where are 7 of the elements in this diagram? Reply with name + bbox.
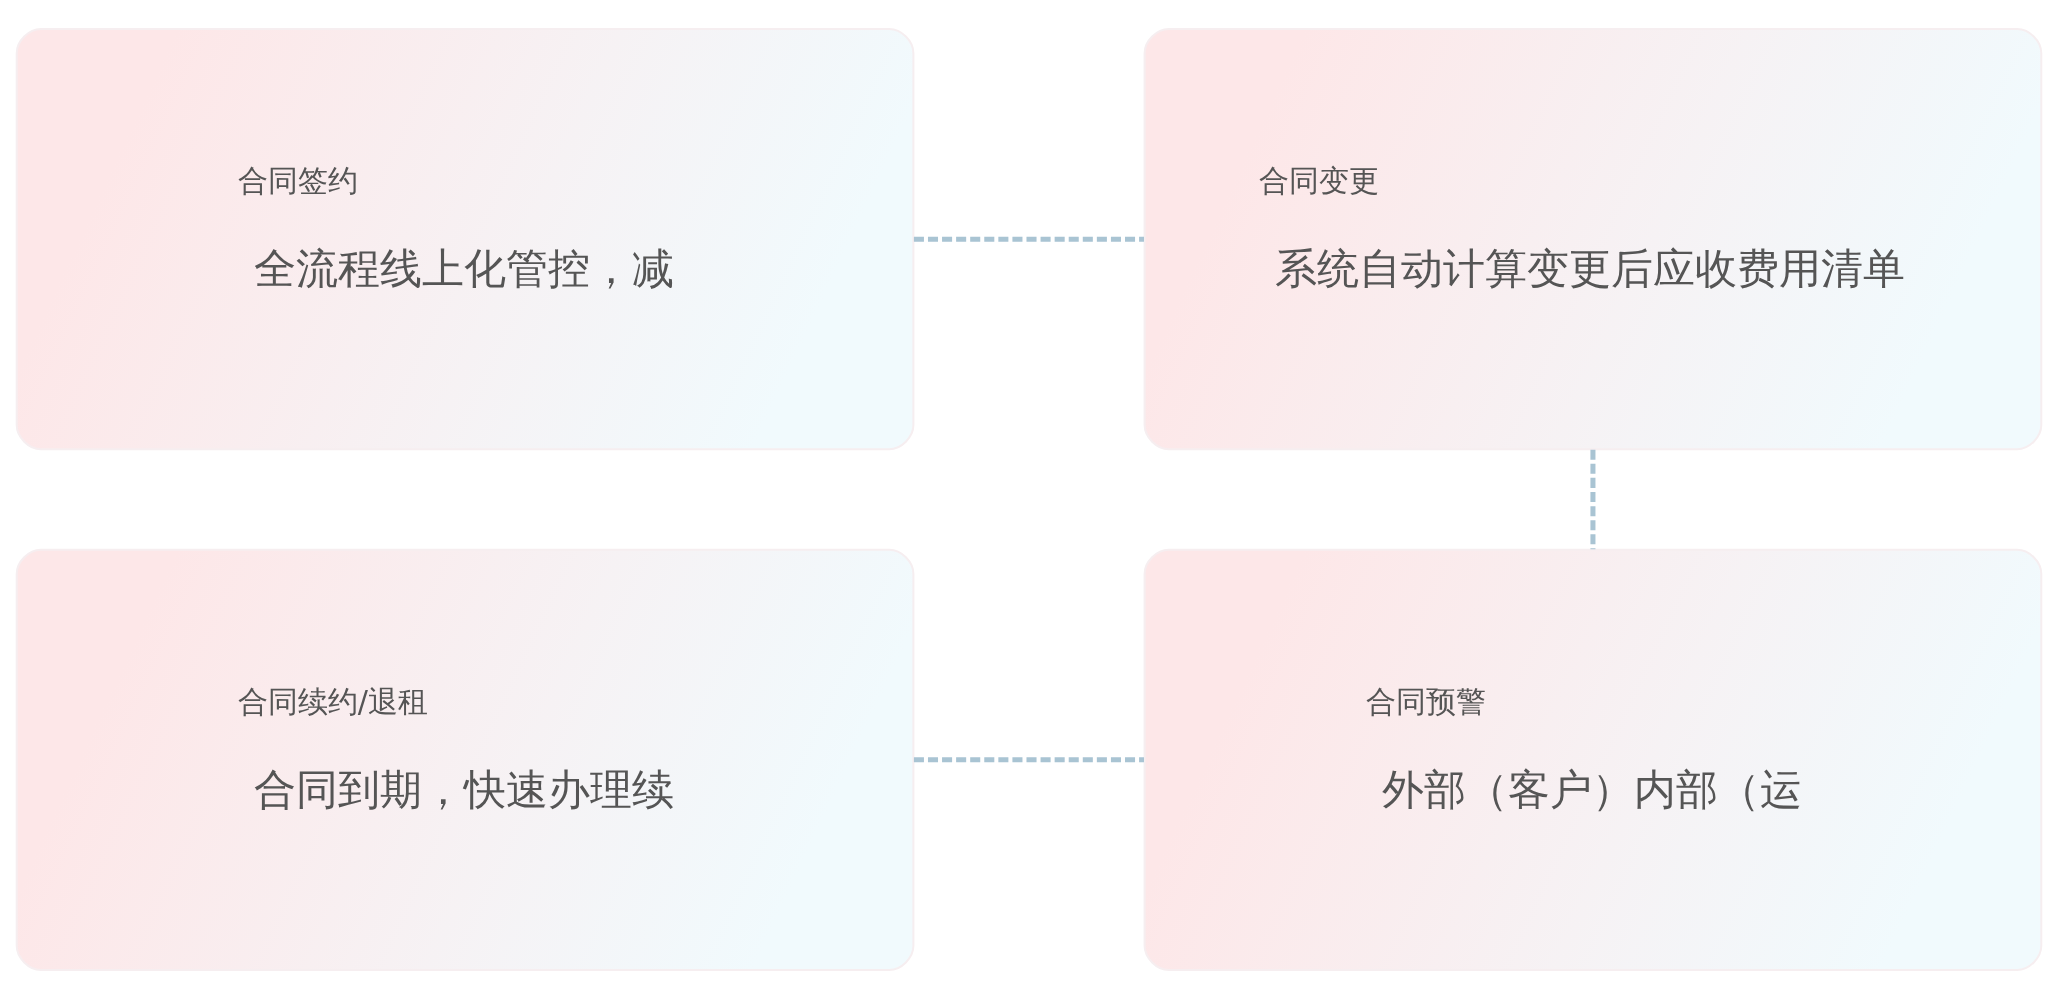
node-box: 合同变更 系统自动计算变更后应收费用清单 — [1143, 28, 2043, 451]
node-box: 合同续约/退租 合同到期，快速办理续 — [15, 548, 915, 971]
node-box: 合同签约 全流程线上化管控，减 — [15, 28, 915, 451]
node-box: 合同预警 外部（客户）内部（运 — [1143, 548, 2043, 971]
connector — [913, 236, 1144, 242]
connector — [913, 757, 1144, 763]
connector — [1590, 449, 1596, 550]
